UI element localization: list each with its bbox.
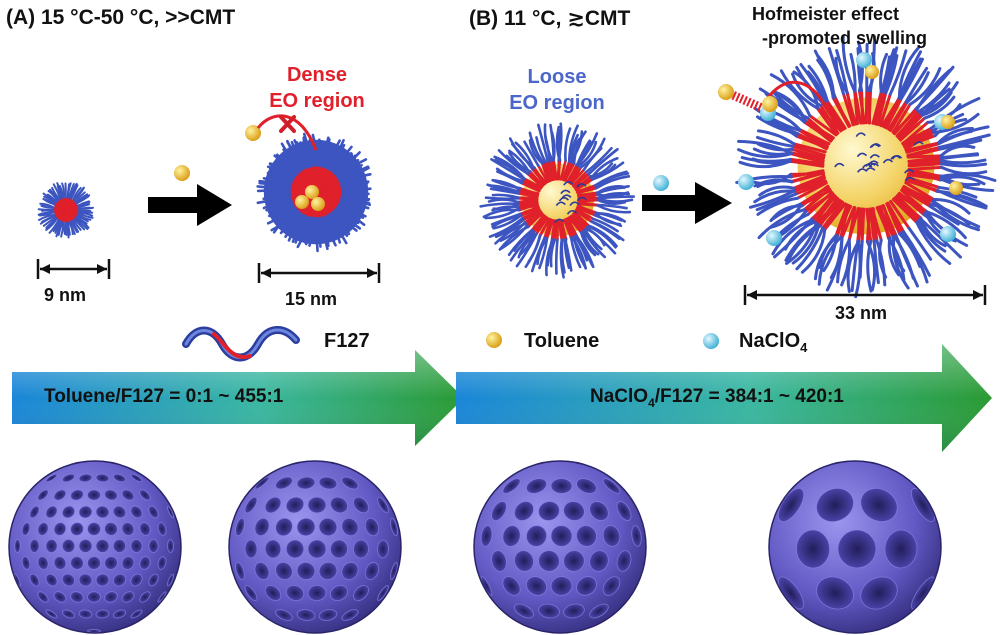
toluene-molecule-blocked [245,125,261,141]
panel-a-title: (A) 15 °C-50 °C, >>CMT [6,6,236,29]
blocked-x-icon [279,115,296,133]
porous-sphere-4 [768,460,942,634]
hofmeister-label-line1: Hofmeister effect [752,4,900,24]
size-bar-9nm [36,259,111,279]
micelle-swollen-b [735,34,997,299]
panel-b-title: (B) 11 °C, ≳CMT [469,7,631,30]
size-label-33nm: 33 nm [835,303,888,323]
micelle-small-a [37,182,95,239]
salt-legend-icon [703,333,719,349]
hofmeister-label-line2: -promoted swelling [762,28,928,48]
porous-sphere-1 [8,460,182,634]
micelle-loose-b [479,122,635,279]
legend-salt-label: NaClO4 [739,330,808,355]
salt-ion-incoming-b [653,175,669,191]
porous-sphere-2 [228,460,402,634]
toluene-legend-icon [486,332,502,348]
porous-sphere-3 [473,460,647,634]
reaction-arrow-a [148,184,232,226]
size-label-15nm: 15 nm [285,289,338,309]
toluene-molecule-incoming-a [174,165,190,181]
dense-region-label-line1: Dense [286,64,348,86]
toluene-entry-path [718,81,828,113]
legend-toluene-label: Toluene [524,330,600,352]
ratio-text-left: Toluene/F127 = 0:1 ~ 455:1 [44,386,284,407]
ratio-arrow-left [12,350,464,446]
f127-polymer-icon [182,326,300,362]
dense-region-label-line2: EO region [269,90,365,112]
reaction-arrow-b [642,182,732,224]
ratio-arrow-right [456,344,992,452]
size-label-9nm: 9 nm [44,285,87,305]
size-bar-15nm [257,263,381,283]
legend-f127-label: F127 [324,330,370,352]
size-bar-33nm [743,285,987,305]
loose-region-label-line1: Loose [527,66,587,88]
blocked-path-curve [256,114,318,151]
toluene-core-cluster [295,185,325,211]
ratio-text-right: NaClO4/F127 = 384:1 ~ 420:1 [590,386,844,410]
loose-region-label-line2: EO region [509,92,605,114]
